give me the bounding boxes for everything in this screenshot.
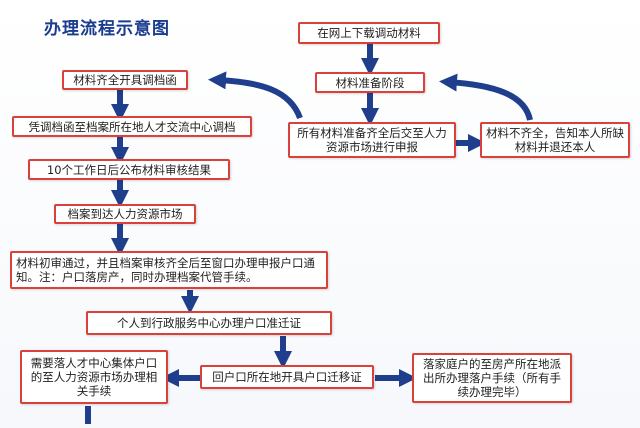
box-download: 在网上下载调动材料: [298, 22, 440, 44]
box-publish: 10个工作日后公布材料审核结果: [28, 159, 230, 180]
box-collective: 需要落人才中心集体户口的至人力资源市场办理相关手续: [20, 350, 168, 404]
box-review: 材料初审通过，并且档案审核齐全后至窗口办理申报户口通知。注：户口落房产，同时办理…: [10, 251, 328, 289]
box-letter: 材料齐全开具调档函: [62, 70, 188, 90]
arrow-incomplete-loop-to-prep: [439, 73, 533, 121]
diagram-title: 办理流程示意图: [44, 19, 170, 39]
box-prep: 材料准备阶段: [315, 72, 425, 93]
arrow-submit-to-letter: [208, 71, 303, 120]
box-arrive: 档案到达人力资源市场: [54, 204, 196, 224]
box-submit: 所有材料准备齐全后交至人力资源市场进行申报: [288, 122, 456, 158]
box-property: 落家庭户的至房产所在地派出所办理落户手续（所有手续办理完毕）: [412, 353, 572, 403]
box-transfer: 凭调档函至档案所在地人才交流中心调档: [12, 116, 252, 137]
box-hukou: 回户口所在地开具户口迁移证: [200, 365, 374, 389]
box-govcenter: 个人到行政服务中心办理户口准迁证: [86, 311, 332, 335]
box-incomplete: 材料不齐全，告知本人所缺材料并退还本人: [480, 122, 630, 158]
